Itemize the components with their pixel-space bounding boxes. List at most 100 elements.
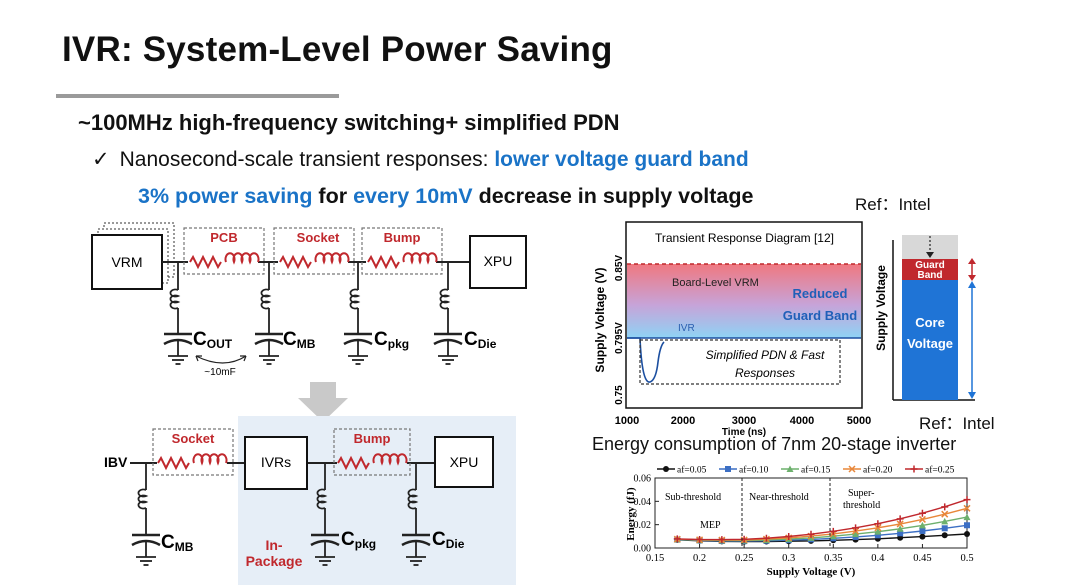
pdn-label-1: Simplified PDN & Fast [706, 348, 825, 362]
ivr-label: IVR [678, 323, 695, 334]
energy-point [941, 517, 949, 525]
bump-group-bottom [333, 428, 411, 476]
pcb-label: PCB [210, 230, 237, 245]
energy-point [696, 535, 704, 543]
energy-point [897, 530, 904, 537]
guard-band-label-1: Guard [915, 260, 944, 271]
legend-label: af=0.25 [925, 465, 955, 476]
bump-label-bottom: Bump [354, 431, 391, 446]
energy-point [910, 465, 918, 473]
energy-point [964, 531, 970, 537]
xtick-5000: 5000 [847, 415, 871, 427]
board-vrm-label: Board-Level VRM [672, 277, 759, 289]
branch-cmb [253, 262, 285, 366]
c-die-label-top: CDie [464, 329, 497, 351]
guard-range-up [968, 258, 976, 264]
energy-ytick-label: 0.06 [634, 474, 652, 485]
transient-ylabel: Supply Voltage (V) [593, 267, 607, 372]
pcb-bg [188, 254, 258, 270]
guard-band-block [902, 259, 958, 280]
transient-title: Transient Response Diagram [12] [655, 231, 834, 245]
power-saving-end: decrease in supply voltage [472, 184, 754, 208]
branch-cdie [432, 262, 464, 366]
energy-point [874, 528, 882, 535]
energy-plot-frame [654, 477, 968, 549]
energy-ytick-label: 0.02 [634, 520, 652, 531]
branch-cpkg [342, 262, 374, 366]
energy-point [852, 524, 860, 532]
core-range-up [968, 281, 976, 288]
c-pkg-label-bottom: Cpkg [341, 529, 376, 551]
legend-label: af=0.10 [739, 465, 769, 476]
guard-band-region [627, 264, 861, 338]
socket-bg [278, 254, 348, 270]
c-die-label-bottom: CDie [432, 529, 465, 551]
energy-point [941, 532, 948, 539]
energy-ytick-label: 0.00 [634, 544, 652, 555]
energy-point [807, 530, 815, 538]
energy-xtick-label: 0.15 [646, 553, 664, 564]
bump-bg [366, 254, 436, 270]
energy-point [896, 515, 904, 523]
energy-xlabel: Supply Voltage (V) [767, 566, 856, 578]
power-saving-for: for [312, 184, 354, 208]
region-sub-threshold: Sub-threshold [665, 492, 721, 503]
reference-bottom: Ref：Intel [919, 414, 995, 433]
energy-point [963, 496, 971, 504]
ivrs-box [244, 436, 308, 490]
bullet-sub-highlight: lower voltage guard band [494, 148, 749, 171]
region-super-threshold-1: Super- [848, 488, 874, 499]
energy-point [829, 532, 837, 540]
energy-xtick-label: 0.5 [960, 553, 973, 564]
vrm-label: VRM [111, 254, 142, 270]
energy-point [718, 536, 726, 544]
energy-point [874, 524, 882, 532]
energy-xtick-label: 0.25 [735, 553, 753, 564]
c-mb-label-bottom: CMB [161, 532, 194, 554]
branch-cdie-bottom [400, 463, 432, 567]
bump-label-top: Bump [384, 230, 421, 245]
socket-group-bottom [152, 428, 234, 476]
energy-series-line [677, 498, 968, 541]
in-package-label-2: Package [246, 553, 303, 569]
xtick-4000: 4000 [790, 415, 814, 427]
branch-cmb-bottom [130, 463, 162, 567]
vrm-box [91, 234, 163, 290]
bullet-main: ~100MHz high-frequency switching+ simpli… [78, 110, 620, 135]
energy-ylabel: Energy (fJ) [625, 487, 637, 541]
energy-point [918, 509, 926, 517]
pdn-response-box [639, 339, 841, 385]
in-package-label-1: In- [265, 537, 282, 553]
reference-top: Ref：Intel [855, 195, 931, 214]
legend-label: af=0.05 [677, 465, 707, 476]
core-voltage-label-1: Core [915, 315, 945, 330]
energy-point [673, 535, 681, 543]
branch-cout [162, 262, 194, 366]
page-title: IVR: System-Level Power Saving [62, 30, 613, 69]
c-mb-label-top: CMB [283, 329, 316, 351]
xpu-label-bottom: XPU [450, 454, 479, 470]
energy-xtick-label: 0.45 [913, 553, 931, 564]
socket-label-bottom: Socket [172, 431, 215, 446]
mep-label: MEP [700, 520, 721, 531]
xpu-box-top [469, 235, 527, 289]
energy-point [918, 515, 926, 523]
region-super-threshold-2: threshold [843, 500, 880, 511]
energy-xtick-label: 0.4 [871, 553, 885, 564]
energy-point [896, 525, 904, 532]
xpu-label-top: XPU [484, 253, 513, 269]
pdn-label-2: Responses [735, 366, 795, 380]
voltage-bar-ylabel: Supply Voltage [874, 265, 888, 351]
cap-value-label: ~10mF [204, 367, 235, 378]
energy-point [829, 527, 837, 535]
energy-point [963, 504, 971, 512]
energy-xtick-label: 0.2 [693, 553, 706, 564]
xtick-1000: 1000 [615, 415, 639, 427]
arc-arrow-right [240, 355, 247, 362]
energy-caption: Energy consumption of 7nm 20-stage inver… [592, 434, 957, 454]
energy-xtick-label: 0.3 [782, 553, 795, 564]
c-pkg-label-top: Cpkg [374, 329, 409, 351]
reduced-label-1: Reduced [793, 286, 848, 301]
